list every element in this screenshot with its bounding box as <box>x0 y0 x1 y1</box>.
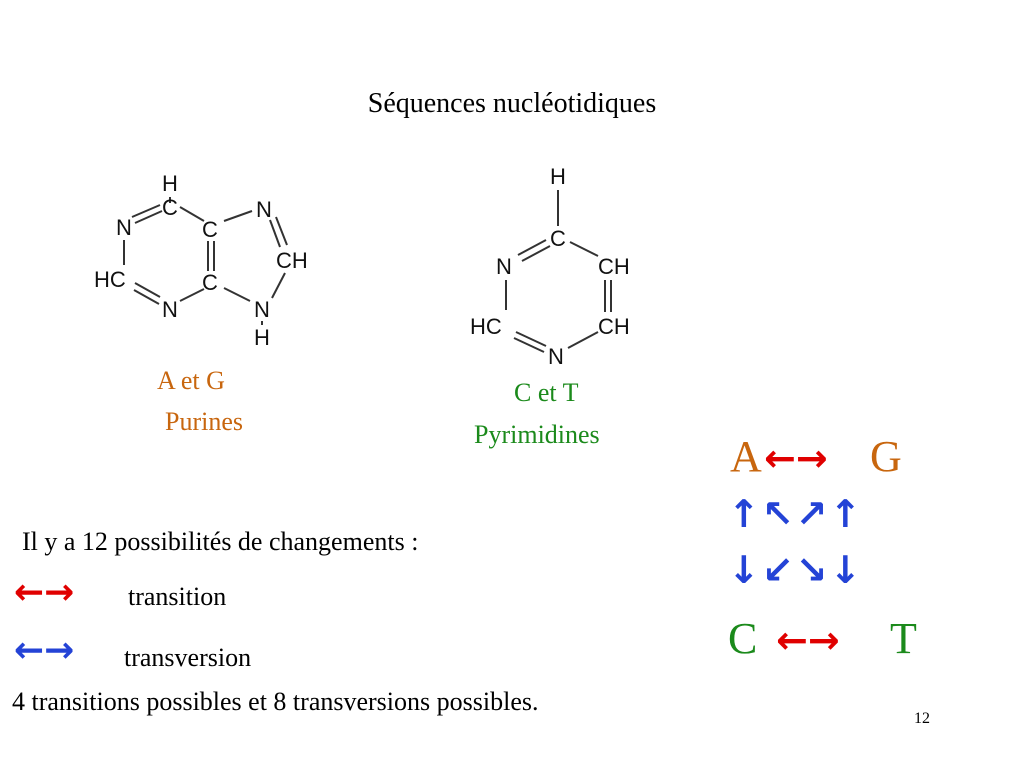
transversion-arrows-icon: ←→ <box>14 630 75 671</box>
svg-text:H: H <box>162 171 178 196</box>
transition-ct-arrows-icon: ←→ <box>776 618 840 662</box>
pyrimidine-bases-label: C et T <box>514 378 579 407</box>
possibilities-text: Il y a 12 possibilités de changements : <box>22 527 419 556</box>
svg-text:H: H <box>254 325 270 350</box>
svg-text:HC: HC <box>470 314 502 339</box>
transition-arrows-icon: ←→ <box>14 572 75 613</box>
svg-text:CH: CH <box>276 248 308 273</box>
transversion-label: transversion <box>124 643 252 672</box>
base-g: G <box>870 432 902 481</box>
transversion-down-arrows-icon: ↓↙↘↓ <box>728 548 864 592</box>
base-a: A <box>730 432 762 481</box>
pyrimidine-class-label: Pyrimidines <box>474 420 600 449</box>
svg-text:C: C <box>202 217 218 242</box>
summary-text: 4 transitions possibles et 8 transversio… <box>12 687 539 716</box>
purine-structure: H C N C N CH HC N C N H <box>94 171 308 350</box>
svg-text:CH: CH <box>598 314 630 339</box>
svg-text:C: C <box>202 270 218 295</box>
svg-text:N: N <box>256 197 272 222</box>
svg-text:H: H <box>550 164 566 189</box>
purine-class-label: Purines <box>165 407 243 436</box>
transition-label: transition <box>128 582 227 611</box>
svg-text:N: N <box>548 344 564 369</box>
base-t: T <box>890 614 917 663</box>
svg-text:N: N <box>116 215 132 240</box>
svg-text:N: N <box>254 297 270 322</box>
svg-text:C: C <box>550 226 566 251</box>
slide-title: Séquences nucléotidiques <box>367 88 657 119</box>
svg-text:N: N <box>162 297 178 322</box>
purine-bases-label: A et G <box>157 366 225 395</box>
svg-text:HC: HC <box>94 267 126 292</box>
svg-text:C: C <box>162 195 178 220</box>
transversion-up-arrows-icon: ↑↖↗↑ <box>728 492 864 536</box>
page-number: 12 <box>914 710 930 727</box>
svg-text:N: N <box>496 254 512 279</box>
pyrimidine-structure: H C N CH HC CH N <box>470 164 630 369</box>
svg-text:CH: CH <box>598 254 630 279</box>
base-c: C <box>728 614 758 663</box>
transition-ag-arrows-icon: ←→ <box>764 436 828 480</box>
